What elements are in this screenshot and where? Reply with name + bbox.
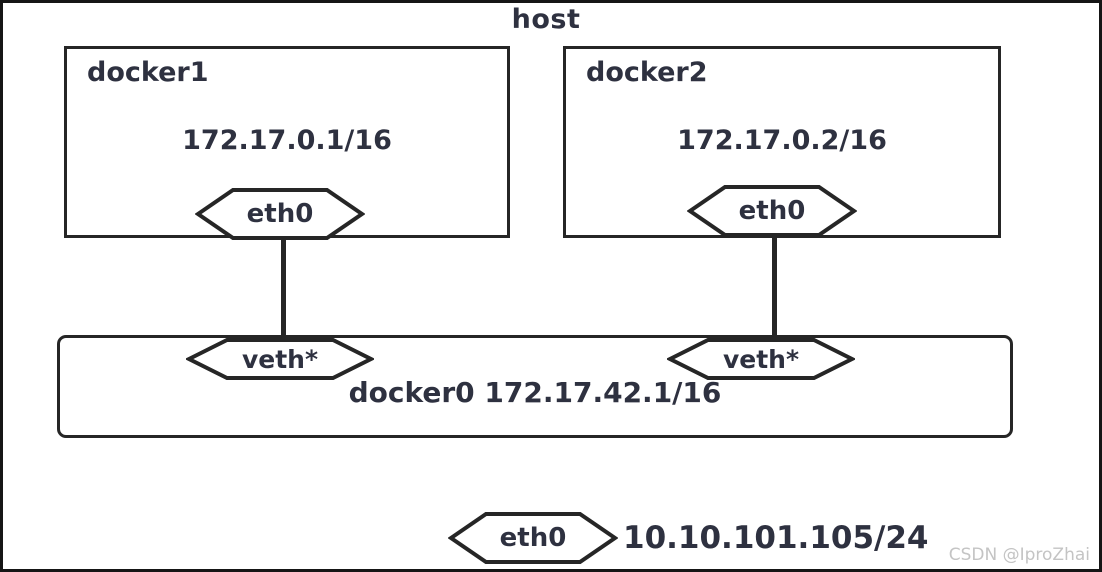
container-ip: 172.17.0.1/16: [182, 125, 392, 156]
bridge-label: docker0 172.17.42.1/16: [348, 376, 722, 409]
hexagon-shape-icon: [195, 188, 365, 240]
watermark: CSDN @IproZhai: [948, 545, 1090, 565]
container-name: docker2: [586, 57, 708, 88]
host-eth0-ip: 10.10.101.105/24: [623, 520, 929, 556]
host-title: host: [511, 4, 581, 35]
container-ip: 172.17.0.2/16: [677, 125, 887, 156]
hexagon-shape-icon: [687, 185, 857, 237]
interface-label: veth*: [722, 344, 800, 374]
hexagon-shape-icon: [186, 338, 374, 380]
host-eth0-interface: eth0: [448, 511, 618, 565]
interface-label: veth*: [241, 344, 319, 374]
hexagon-shape-icon: [667, 338, 855, 380]
docker2-eth0-interface: eth0: [687, 184, 857, 238]
bridge-veth-right-interface: veth*: [667, 337, 855, 381]
bridge-veth-left-interface: veth*: [186, 337, 374, 381]
interface-label: eth0: [738, 196, 806, 226]
interface-label: eth0: [246, 199, 314, 229]
container-name: docker1: [87, 57, 209, 88]
connector-line-docker2-to-bridge: [772, 229, 777, 345]
interface-label: eth0: [499, 523, 567, 553]
connector-line-docker1-to-bridge: [281, 231, 286, 345]
hexagon-shape-icon: [448, 512, 618, 564]
docker1-eth0-interface: eth0: [195, 187, 365, 241]
